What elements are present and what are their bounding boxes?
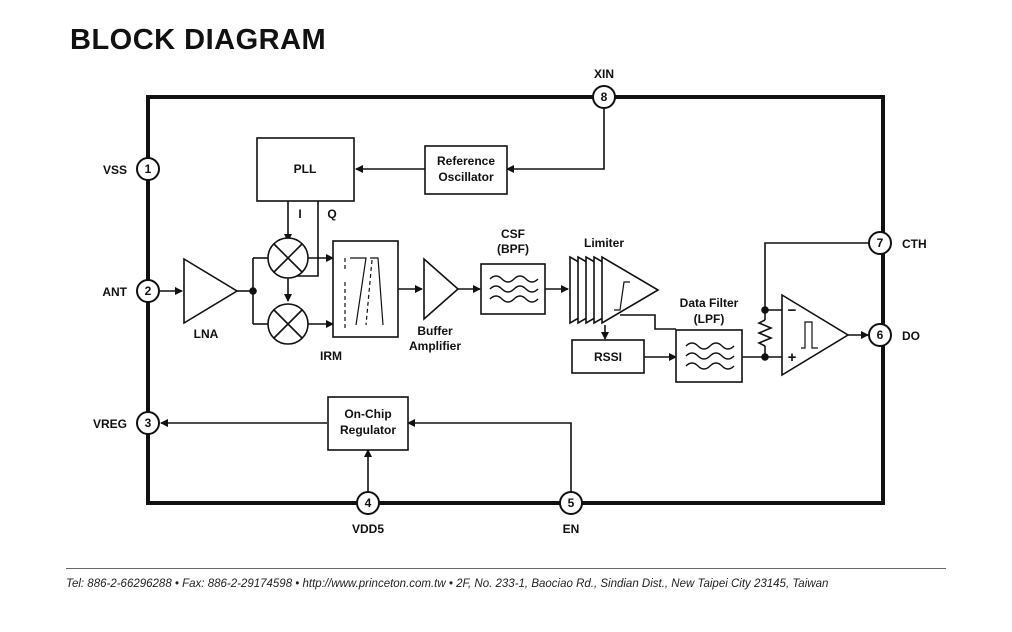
pin-4-vdd5: 4 VDD5 [352, 491, 384, 536]
svg-text:VDD5: VDD5 [352, 522, 384, 536]
pin-3-vreg: VREG 3 [93, 411, 160, 435]
csf-filter-block: CSF (BPF) [480, 227, 546, 315]
svg-text:On-Chip: On-Chip [344, 407, 391, 421]
buffer-amplifier: Buffer Amplifier [409, 257, 461, 353]
signal-wires [160, 108, 869, 492]
svg-text:4: 4 [365, 496, 372, 510]
svg-text:Data Filter: Data Filter [680, 296, 739, 310]
comparator-block: − + [781, 293, 850, 377]
pin-5-en: 5 EN [559, 491, 583, 536]
limiter-block: Limiter [569, 236, 660, 325]
svg-text:8: 8 [601, 90, 608, 104]
svg-text:(LPF): (LPF) [694, 312, 725, 326]
svg-text:CTH: CTH [902, 237, 927, 251]
svg-text:Oscillator: Oscillator [438, 170, 494, 184]
svg-text:RSSI: RSSI [594, 350, 622, 364]
wave-icon [489, 275, 539, 303]
svg-text:VREG: VREG [93, 417, 127, 431]
data-filter-block: Data Filter (LPF) [675, 296, 743, 383]
mixer-lower-icon [267, 303, 309, 345]
svg-text:3: 3 [145, 416, 152, 430]
svg-text:6: 6 [877, 328, 884, 342]
svg-text:7: 7 [877, 236, 884, 250]
lna-amplifier: LNA [183, 257, 239, 341]
svg-text:2: 2 [145, 284, 152, 298]
page-title: BLOCK DIAGRAM [70, 24, 327, 56]
footer-divider [66, 568, 946, 569]
pin-2-ant: ANT 2 [102, 279, 160, 303]
svg-text:PLL: PLL [294, 162, 317, 176]
q-label: Q [327, 207, 336, 221]
pll-block: PLL [256, 137, 355, 202]
svg-text:Regulator: Regulator [340, 423, 396, 437]
wave-icon [685, 342, 735, 370]
svg-text:IRM: IRM [320, 349, 342, 363]
svg-text:(BPF): (BPF) [497, 242, 529, 256]
pin-8-xin: XIN 8 [592, 67, 616, 109]
svg-text:Buffer: Buffer [417, 324, 453, 338]
svg-text:+: + [788, 349, 797, 366]
svg-text:LNA: LNA [194, 327, 219, 341]
svg-text:Amplifier: Amplifier [409, 339, 461, 353]
pin-1-vss: VSS 1 [103, 157, 160, 181]
reference-oscillator-block: Reference Oscillator [424, 145, 508, 195]
svg-text:ANT: ANT [102, 285, 127, 299]
svg-text:EN: EN [563, 522, 580, 536]
svg-text:XIN: XIN [594, 67, 614, 81]
svg-text:VSS: VSS [103, 163, 127, 177]
svg-text:Reference: Reference [437, 154, 495, 168]
irm-block: IRM [320, 240, 399, 363]
mixer-upper-icon [267, 237, 309, 279]
svg-text:CSF: CSF [501, 227, 525, 241]
svg-text:−: − [788, 302, 797, 319]
svg-text:1: 1 [145, 162, 152, 176]
svg-text:DO: DO [902, 329, 920, 343]
pin-6-do: 6 DO [868, 323, 920, 347]
svg-text:Limiter: Limiter [584, 236, 624, 250]
pin-7-cth: 7 CTH [868, 231, 927, 255]
svg-text:5: 5 [568, 496, 575, 510]
regulator-block: On-Chip Regulator [327, 396, 409, 451]
footer-contact: Tel: 886-2-66296288 • Fax: 886-2-2917459… [66, 578, 829, 590]
i-label: I [298, 207, 301, 221]
rssi-block: RSSI [571, 339, 645, 374]
